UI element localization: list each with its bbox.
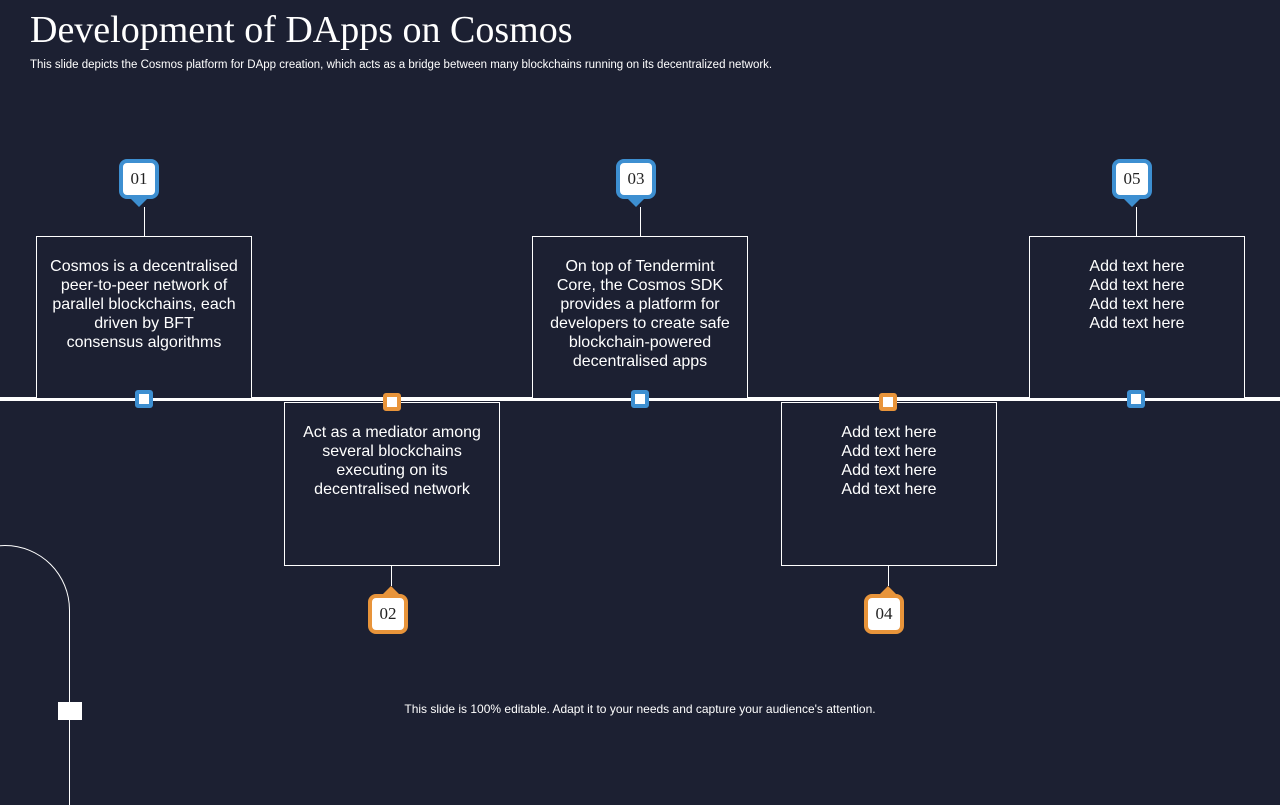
step-number-badge-04: 04 (864, 594, 904, 634)
timeline-marker-04 (879, 393, 897, 411)
connector-03 (640, 207, 641, 236)
timeline-marker-01 (135, 390, 153, 408)
timeline-marker-03 (631, 390, 649, 408)
page-title: Development of DApps on Cosmos (30, 9, 573, 51)
badge-pointer-05 (1124, 199, 1140, 207)
step-text-box-02: Act as a mediator among several blockcha… (284, 402, 500, 566)
connector-04 (888, 566, 889, 586)
footer-note: This slide is 100% editable. Adapt it to… (404, 702, 876, 716)
badge-pointer-02 (383, 586, 399, 594)
badge-pointer-03 (628, 199, 644, 207)
step-number-badge-02: 02 (368, 594, 408, 634)
timeline-marker-05 (1127, 390, 1145, 408)
page-subtitle: This slide depicts the Cosmos platform f… (30, 59, 773, 71)
step-text-box-05: Add text here Add text here Add text her… (1029, 236, 1245, 399)
badge-pointer-01 (131, 199, 147, 207)
connector-05 (1136, 207, 1137, 236)
connector-01 (144, 207, 145, 236)
step-text-box-01: Cosmos is a decentralised peer-to-peer n… (36, 236, 252, 399)
decorative-square (58, 702, 82, 720)
step-number-badge-03: 03 (616, 159, 656, 199)
step-text-box-04: Add text here Add text here Add text her… (781, 402, 997, 566)
step-text-box-03: On top of Tendermint Core, the Cosmos SD… (532, 236, 748, 399)
decorative-arc (0, 545, 70, 805)
connector-02 (391, 566, 392, 586)
step-number-badge-01: 01 (119, 159, 159, 199)
timeline-marker-02 (383, 393, 401, 411)
badge-pointer-04 (880, 586, 896, 594)
step-number-badge-05: 05 (1112, 159, 1152, 199)
